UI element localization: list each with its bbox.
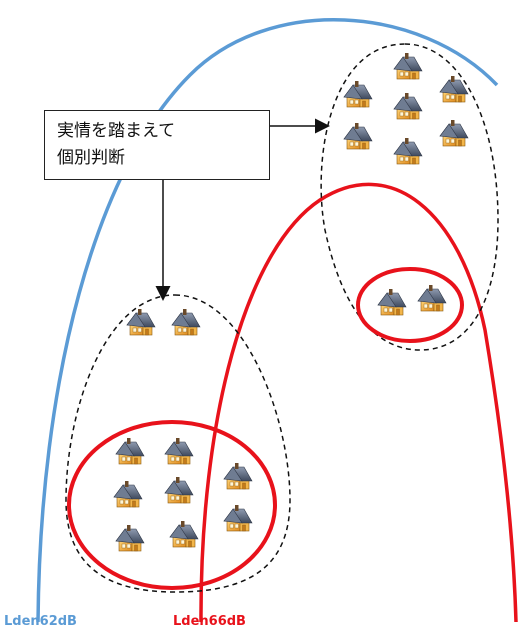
house-icon	[417, 284, 447, 312]
house-icon	[126, 308, 156, 336]
house-icon	[115, 524, 145, 552]
upper-circled-houses	[377, 284, 447, 316]
house-icon	[439, 75, 469, 103]
callout-line-1: 実情を踏まえて	[57, 121, 176, 141]
house-icon	[343, 122, 373, 150]
red-circle-upper	[356, 267, 464, 343]
house-icon	[393, 137, 423, 165]
lden62-contour	[36, 18, 499, 623]
lower-house-pair	[126, 308, 201, 336]
house-icon	[439, 119, 469, 147]
house-icon	[113, 480, 143, 508]
house-icon	[169, 520, 199, 548]
lden66-contour	[199, 182, 518, 623]
lower-circled-houses	[113, 437, 253, 552]
house-icon	[223, 504, 253, 532]
red-circle-lower	[67, 420, 277, 590]
lden62-label: Lden62dB	[4, 614, 77, 629]
house-icon	[164, 437, 194, 465]
house-icon	[343, 80, 373, 108]
upper-house-cluster	[343, 52, 469, 165]
house-icon	[393, 92, 423, 120]
house-icon	[164, 476, 194, 504]
house-icon	[171, 308, 201, 336]
callout-line-2: 個別判断	[57, 148, 125, 168]
lden66-label: Lden66dB	[173, 614, 246, 629]
judgment-callout-box: 実情を踏まえて 個別判断	[44, 110, 270, 180]
house-icon	[377, 288, 407, 316]
house-icon	[115, 437, 145, 465]
house-icon	[223, 462, 253, 490]
house-icon	[393, 52, 423, 80]
